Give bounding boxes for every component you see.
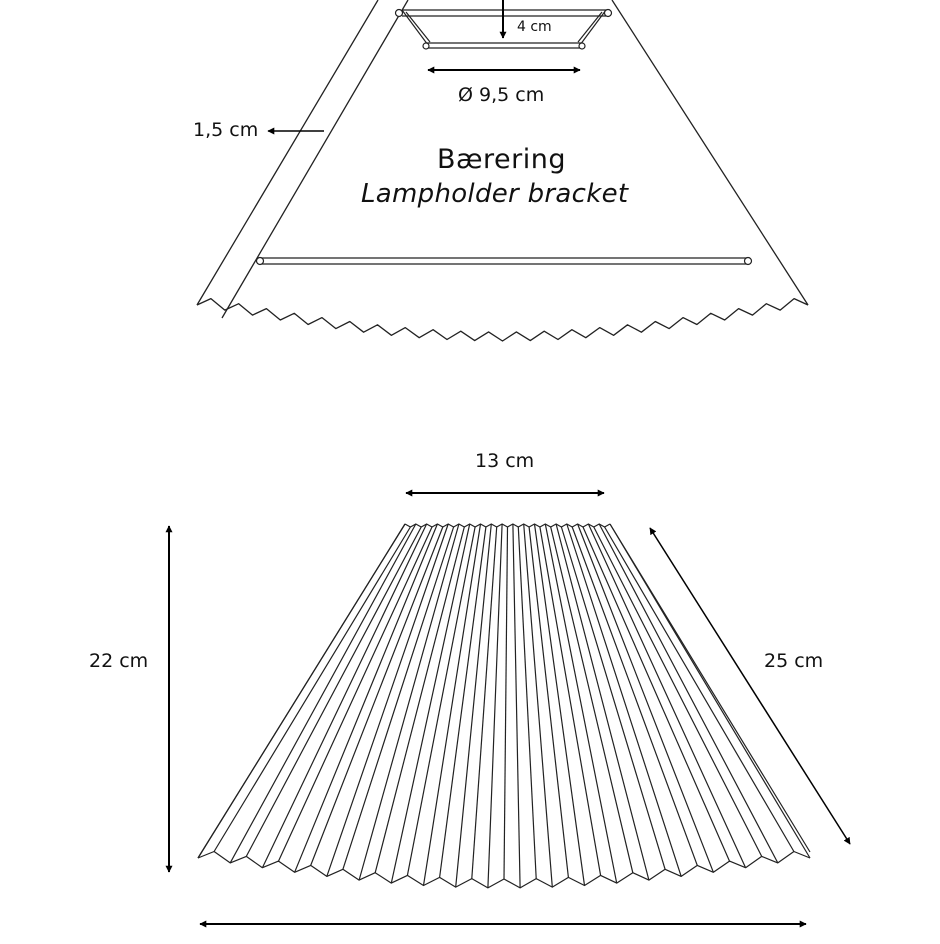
pleat-fold [406, 526, 476, 876]
pleat-fold [390, 523, 471, 884]
shade-inner-left-edge [221, 0, 409, 319]
slant-height-label: 25 cm [764, 650, 824, 672]
pleat-fold [560, 526, 666, 870]
height-label: 22 cm [89, 650, 149, 672]
pleated-top-edge [404, 523, 611, 528]
pleat-fold [539, 526, 602, 876]
pleat-fold [213, 526, 411, 852]
pleat-fold [555, 523, 650, 881]
bracket-title-danish: Bærering [437, 144, 567, 175]
pleat-fold [517, 526, 537, 879]
pleated-shade [197, 523, 811, 889]
pleat-fold [593, 526, 763, 857]
depth-label: 4 cm [517, 19, 552, 35]
pleat-fold [609, 523, 811, 859]
bracket-title-english: Lampholder bracket [361, 179, 629, 209]
pleated-hem [197, 850, 811, 889]
slant-arrow [649, 527, 851, 845]
pleat-fold [604, 526, 795, 852]
pleat-fold [582, 526, 731, 862]
pleat-fold [422, 523, 482, 886]
pleat-fold [326, 523, 449, 877]
pleat-fold [487, 523, 503, 888]
pleat-fold [528, 526, 569, 878]
pleat-fold [261, 523, 428, 868]
bracket-shade-section [196, 0, 809, 342]
pleat-fold [342, 526, 455, 870]
pleat-fold [577, 523, 714, 873]
pleat-fold [544, 523, 618, 884]
top-dimension-arrows [267, 0, 581, 135]
border-width-label: 1,5 cm [193, 119, 259, 141]
bottom-wire-rod [255, 256, 753, 266]
pleat-fold [471, 526, 498, 879]
pleat-fold [310, 526, 444, 866]
shade-right-edge [611, 0, 809, 306]
diameter-label: Ø 9,5 cm [458, 84, 545, 106]
pleat-fold [358, 523, 460, 881]
pleat-fold [455, 523, 492, 888]
pleat-fold [566, 523, 682, 877]
pleat-fold [550, 526, 634, 873]
pleat-fold [439, 526, 487, 878]
pleat-fold [523, 523, 553, 888]
pleat-fold [294, 523, 438, 873]
pleat-lines [197, 523, 811, 888]
bottom-dimension-arrows [165, 489, 851, 928]
shade-outer-left-edge [196, 0, 379, 306]
pleated-bottom-edge [196, 297, 809, 342]
pleat-fold [533, 523, 586, 886]
top-width-label: 13 cm [475, 450, 535, 472]
pleat-fold [197, 523, 406, 859]
pleat-fold [503, 526, 509, 880]
pleat-fold [374, 526, 465, 873]
pleat-fold [245, 526, 422, 857]
pleat-fold [598, 523, 779, 864]
pleat-fold [277, 526, 433, 862]
pleat-fold [512, 523, 521, 888]
pleat-fold [229, 523, 417, 864]
